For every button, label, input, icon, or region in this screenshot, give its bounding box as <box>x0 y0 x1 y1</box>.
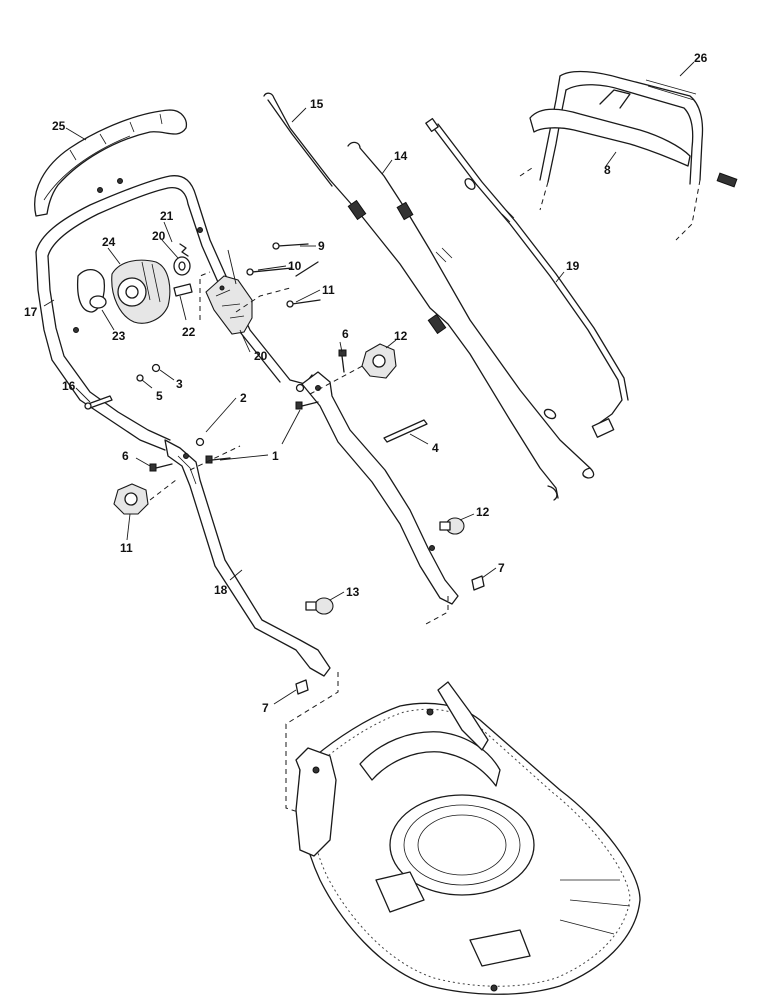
leader-lines <box>43 61 695 705</box>
assembly-dashline-deck-left <box>285 672 339 813</box>
assembly-dashline-screws <box>235 287 291 313</box>
callout-16: 15 <box>310 97 324 111</box>
callout-6-left: 6 <box>122 449 129 463</box>
part-6-bolts <box>149 349 347 472</box>
callout-11-right: 12 <box>394 329 408 343</box>
callout-24: 22 <box>182 325 196 339</box>
part-12-knob-right <box>439 517 465 535</box>
part-9-upper-handle <box>35 175 313 451</box>
callout-20-upper: 10 <box>288 259 302 273</box>
part-12-knob-lower <box>305 597 334 615</box>
callout-15: 14 <box>394 149 408 163</box>
callout-19: 9 <box>318 239 325 253</box>
part-2-locknuts <box>195 383 305 447</box>
part-18-handle-grip <box>34 109 188 217</box>
callout-18: 25 <box>52 119 66 133</box>
callout-21: 20 <box>152 229 166 243</box>
callout-labels: 25 17 18 1 2 3 5 16 6 11 6 12 4 12 7 13 … <box>24 51 708 715</box>
callout-12-lower: 13 <box>346 585 360 599</box>
part-25-spacer <box>76 269 107 313</box>
callout-12-right: 12 <box>476 505 490 519</box>
part-15-cable <box>347 141 595 479</box>
callout-11-left: 11 <box>120 541 133 555</box>
part-22-cable-bracket <box>205 275 253 335</box>
callout-25: 23 <box>112 329 126 343</box>
part-20-screws <box>246 267 321 308</box>
inset-handle-control-detail <box>519 70 738 241</box>
callout-8: 16 <box>62 379 76 393</box>
callout-7-lower: 7 <box>262 701 269 715</box>
part-1-bolts <box>205 401 319 464</box>
part-24-bracket <box>173 283 193 297</box>
callout-26: 24 <box>102 235 116 249</box>
part-10-lower-handle <box>164 371 459 677</box>
part-23-spring <box>179 243 189 257</box>
mower-deck <box>295 681 641 995</box>
part-4-pin <box>383 419 428 443</box>
callout-20-lower: 11 <box>322 283 335 297</box>
part-19-screw <box>272 242 319 277</box>
callout-14: 26 <box>694 51 708 65</box>
part-3-nut <box>151 363 161 373</box>
part-21-bushing <box>173 256 191 276</box>
part-5-washer <box>136 374 144 382</box>
callout-3: 3 <box>176 377 183 391</box>
callout-7-right: 7 <box>498 561 505 575</box>
assembly-dashline-hardware <box>149 361 371 501</box>
callout-2: 2 <box>240 391 247 405</box>
part-11-knob-left <box>113 483 149 515</box>
part-16-cable <box>263 92 559 501</box>
callout-9: 17 <box>24 305 38 319</box>
callout-17: 19 <box>566 259 580 273</box>
part-11-knob-right <box>361 343 397 379</box>
part-26-cable-control-housing <box>111 259 171 324</box>
callout-5: 5 <box>156 389 163 403</box>
part-17-cable <box>425 117 629 438</box>
part-7-screws <box>295 575 485 695</box>
callout-23: 21 <box>160 209 174 223</box>
callout-10: 18 <box>214 583 228 597</box>
part-8-pin <box>84 395 113 410</box>
callout-4: 4 <box>432 441 439 455</box>
callout-13: 8 <box>604 163 611 177</box>
callout-22: 20 <box>254 349 268 363</box>
callout-6-right: 6 <box>342 327 349 341</box>
callout-1: 1 <box>272 449 279 463</box>
